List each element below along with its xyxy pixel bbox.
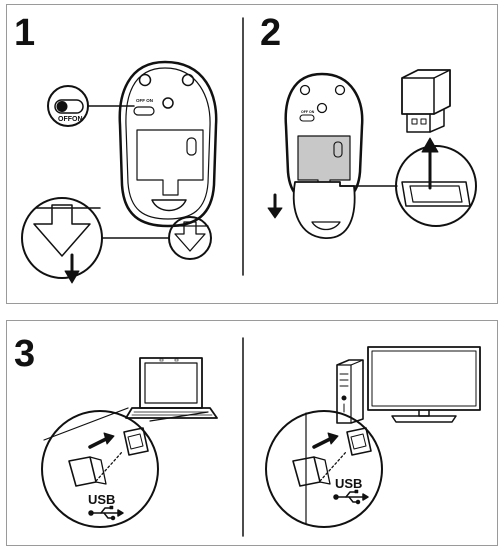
mouse-underside-step1 [118,60,218,228]
nano-receiver-step2 [401,69,451,133]
battery-cover-down-arrow [267,193,283,219]
down-arrow-small-zoom [168,216,212,260]
step-2-number: 2 [260,12,282,54]
step-3-panel [6,320,498,546]
usb-zoom-left [41,407,209,528]
power-switch-zoom [47,85,135,127]
mouse-switch-label-step2: OFF ON [301,110,315,114]
monitor [367,346,481,423]
usb-symbol-right [333,489,369,505]
usb-symbol-left [88,505,124,521]
mouse-underside-step2 [284,72,398,239]
mouse-switch-label-step1: OFF ON [136,98,153,103]
desktop-tower [336,359,364,424]
laptop-illustration [125,357,218,419]
step-1-number: 1 [14,12,36,54]
receiver-compartment-zoom [395,137,477,227]
usb-zoom-right [265,410,383,528]
steps-1-2-panel [6,4,498,304]
switch-off-label: OFF [58,116,72,123]
usb-label-left: USB [88,492,116,507]
step-3-number: 3 [14,333,36,375]
down-arrow-zoom [21,197,169,284]
usb-label-right: USB [335,476,363,491]
switch-on-label: ON [72,116,83,123]
